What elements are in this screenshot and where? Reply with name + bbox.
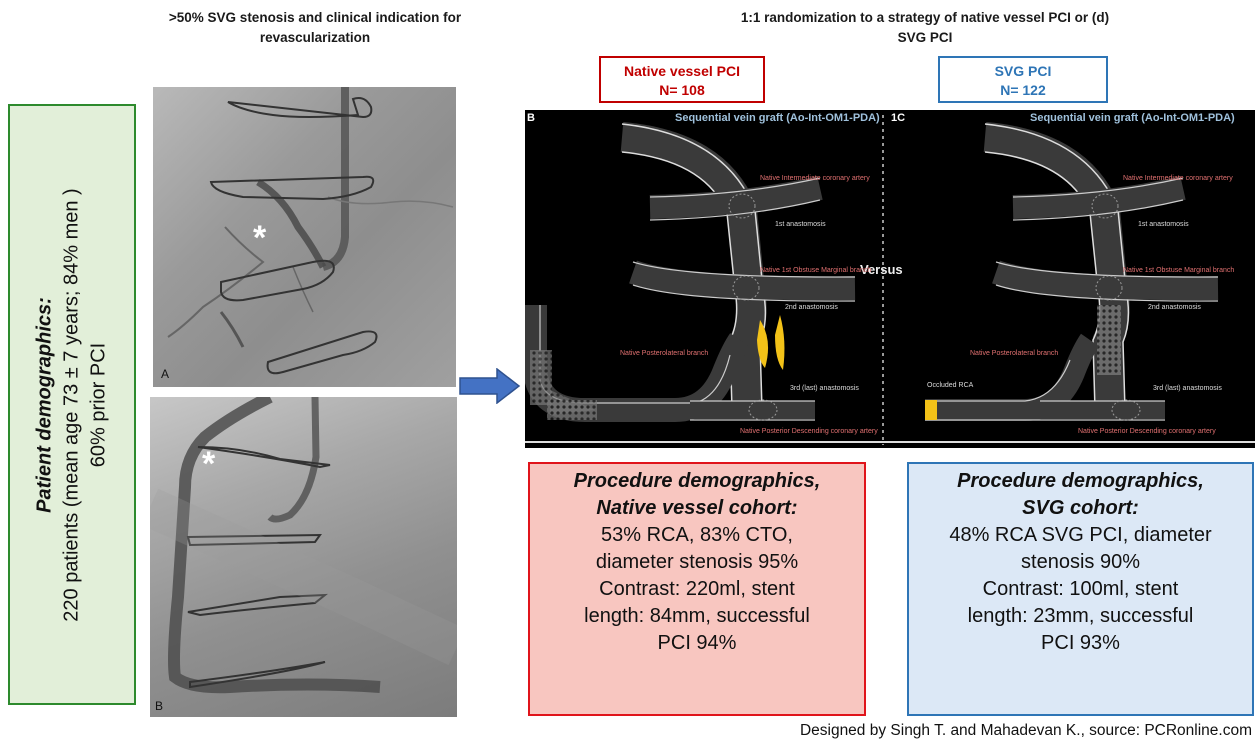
heading-randomization: 1:1 randomization to a strategy of nativ… bbox=[740, 10, 1110, 45]
patient-demographics-title: Patient demographics: bbox=[33, 296, 56, 513]
procedure-title-line2: Native vessel cohort: bbox=[596, 497, 798, 519]
procedure-line: diameter stenosis 95% bbox=[595, 551, 799, 573]
label-anast2-left: 2nd anastomosis bbox=[785, 304, 838, 311]
angiogram-b-label: B bbox=[155, 699, 164, 713]
svg-pci-arm: SVG PCI N= 122 bbox=[938, 56, 1108, 103]
angiogram-b-drawing bbox=[150, 397, 457, 694]
arm-label: SVG PCI bbox=[994, 63, 1052, 79]
label-anast3-left: 3rd (last) anastomosis bbox=[790, 385, 859, 392]
arm-label: Native vessel PCI bbox=[624, 63, 740, 79]
asterisk-marker-a: * bbox=[253, 219, 267, 257]
schematic-panel-1c-label: 1C bbox=[891, 112, 906, 124]
procedure-line: 53% RCA, 83% CTO, bbox=[601, 524, 793, 546]
procedure-demographics-svg: Procedure demographics, SVG cohort: 48% … bbox=[907, 462, 1254, 716]
arm-n: N= 122 bbox=[1000, 82, 1046, 98]
label-posterolateral-left: Native Posterolateral branch bbox=[620, 350, 709, 357]
procedure-line: stenosis 90% bbox=[1021, 551, 1140, 573]
label-anast2-right: 2nd anastomosis bbox=[1148, 304, 1201, 311]
patient-demographics-line1: 220 patients (mean age 73 ± 7 years; 84%… bbox=[60, 187, 83, 622]
graft-schematic: B 1C Sequential vein graft (Ao-Int-OM1-P… bbox=[525, 110, 1255, 448]
angiogram-a: A * bbox=[153, 87, 456, 387]
label-anast1-right: 1st anastomosis bbox=[1138, 221, 1189, 228]
arrow-right-icon bbox=[459, 367, 521, 409]
versus-label: Versus bbox=[860, 262, 903, 277]
patient-demographics-line2: 60% prior PCI bbox=[87, 342, 110, 467]
angiogram-a-label: A bbox=[161, 367, 170, 381]
procedure-line: length: 84mm, successful bbox=[584, 605, 810, 627]
label-intermediate-right: Native Intermediate coronary artery bbox=[1123, 175, 1233, 182]
asterisk-marker-b: * bbox=[202, 445, 216, 483]
native-vessel-pci-arm: Native vessel PCI N= 108 bbox=[599, 56, 765, 103]
procedure-line: Contrast: 100ml, stent bbox=[982, 578, 1179, 600]
label-anast1-left: 1st anastomosis bbox=[775, 221, 826, 228]
patient-demographics-text: Patient demographics: 220 patients (mean… bbox=[32, 115, 113, 695]
credit-line: Designed by Singh T. and Mahadevan K., s… bbox=[799, 722, 1252, 739]
label-pda-right: Native Posterior Descending coronary art… bbox=[1078, 428, 1216, 435]
label-om1-right: Native 1st Obstuse Marginal branch bbox=[1123, 267, 1235, 274]
label-occluded-rca: Occluded RCA bbox=[927, 382, 974, 389]
procedure-demographics-native: Procedure demographics, Native vessel co… bbox=[528, 462, 866, 716]
procedure-title-line1: Procedure demographics, bbox=[957, 470, 1204, 492]
graft-title-left: Sequential vein graft (Ao-Int-OM1-PDA) bbox=[675, 112, 880, 124]
procedure-title-line2: SVG cohort: bbox=[1022, 497, 1139, 519]
label-posterolateral-right: Native Posterolateral branch bbox=[970, 350, 1059, 357]
procedure-line: length: 23mm, successful bbox=[967, 605, 1194, 627]
procedure-title-line1: Procedure demographics, bbox=[573, 470, 821, 492]
graft-title-right: Sequential vein graft (Ao-Int-OM1-PDA) bbox=[1030, 112, 1235, 124]
label-pda-left: Native Posterior Descending coronary art… bbox=[740, 428, 878, 435]
label-om1-left: Native 1st Obstuse Marginal branch bbox=[760, 267, 872, 274]
angiogram-b: B * bbox=[150, 397, 457, 717]
angiogram-a-drawing bbox=[167, 87, 454, 375]
graft-schematic-drawing bbox=[525, 115, 1255, 445]
heading-svg-stenosis: >50% SVG stenosis and clinical indicatio… bbox=[168, 10, 462, 45]
procedure-line: 48% RCA SVG PCI, diameter bbox=[949, 524, 1212, 546]
procedure-line: PCI 94% bbox=[657, 632, 737, 654]
schematic-panel-b-label: B bbox=[527, 112, 535, 124]
label-anast3-right: 3rd (last) anastomosis bbox=[1153, 385, 1222, 392]
patient-demographics-box: Patient demographics: 220 patients (mean… bbox=[8, 104, 136, 705]
label-intermediate-left: Native Intermediate coronary artery bbox=[760, 175, 870, 182]
procedure-line: Contrast: 220ml, stent bbox=[599, 578, 795, 600]
procedure-line: PCI 93% bbox=[1041, 632, 1120, 654]
arm-n: N= 108 bbox=[659, 82, 705, 98]
